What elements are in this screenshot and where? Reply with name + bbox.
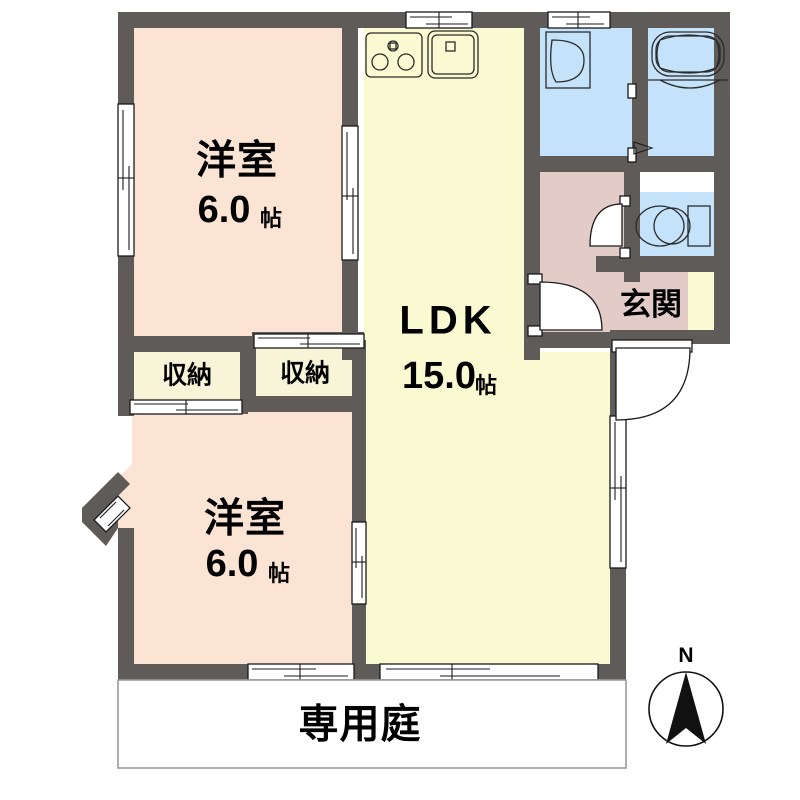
- wall-top-left: [118, 12, 538, 28]
- room-fills: [96, 26, 728, 676]
- wall-right-outer: [714, 12, 730, 342]
- window-bedroom-south-angled: [93, 495, 131, 533]
- garden-box: [117, 679, 627, 769]
- bedroom-south-area: 6.0: [206, 543, 259, 585]
- wall-toilet-bottom: [596, 256, 730, 272]
- bedroom-north-fill: [132, 26, 342, 344]
- wall-ldk-sanitary: [524, 12, 540, 360]
- closet-right-door: [253, 333, 365, 349]
- sliding-door-bedroom-north-ldk: [341, 125, 359, 261]
- wall-left-mid: [118, 252, 134, 416]
- bedroom-north-unit: 帖: [260, 206, 282, 231]
- wall-closet-top: [118, 336, 252, 352]
- wall-bottom: [118, 664, 248, 680]
- door-entrance: [611, 339, 693, 421]
- compass-label: N: [678, 644, 693, 667]
- wall-left-upper: [118, 12, 134, 116]
- closet-left-fill: [132, 352, 240, 400]
- wall-bedroom-ldk-north: [342, 12, 358, 132]
- ldk-name: LDK: [399, 299, 496, 343]
- washroom-door: [627, 83, 654, 163]
- sanitary-fixtures: [545, 31, 728, 247]
- ldk-area: 15.0: [402, 355, 476, 397]
- doors: [527, 195, 693, 421]
- ldk-unit: 帖: [475, 373, 497, 398]
- ldk-fill: [364, 26, 612, 676]
- wall-bedroom-south-ldk: [352, 416, 366, 528]
- bedroom-south-name: 洋室: [204, 497, 286, 541]
- door-toilet: [589, 195, 631, 259]
- closet-left-door: [129, 399, 243, 415]
- gas-stove-icon: [365, 32, 423, 78]
- wall-bath-divider: [632, 28, 648, 160]
- sliding-door-bedroom-south-ldk: [351, 521, 367, 605]
- bedroom-north-area: 6.0: [198, 189, 251, 231]
- window-bedroom-north-west: [117, 103, 135, 257]
- bedroom-south-fill: [96, 412, 364, 676]
- window-ldk-east: [609, 415, 627, 569]
- garden-name: 専用庭: [299, 703, 422, 747]
- closet-right-name: 収納: [280, 359, 330, 388]
- wall-angled-corner-2: [82, 472, 130, 518]
- windows: [93, 11, 627, 681]
- north-arrow: N: [648, 644, 724, 747]
- toilet-icon: [635, 205, 711, 247]
- window-kitchen: [405, 11, 473, 29]
- wall-sanitary-bottom: [524, 156, 730, 172]
- closet-left-name: 収納: [162, 361, 212, 390]
- kitchen-fixtures: [365, 30, 479, 79]
- entrance-name: 玄関: [620, 287, 682, 322]
- compass-needle: [666, 672, 706, 744]
- window-bedroom-south-south: [247, 663, 355, 681]
- wall-closet-bottom-right: [244, 396, 366, 412]
- kitchen-sink-icon: [427, 30, 479, 79]
- wall-bedroom-south-ldk2: [352, 600, 366, 672]
- bedroom-north-name: 洋室: [196, 139, 278, 183]
- wall-closet-divider: [240, 336, 256, 404]
- window-ldk-south: [379, 663, 599, 681]
- wall-hall-bottom: [524, 332, 612, 348]
- bath-tub-icon: [648, 31, 728, 89]
- walls: [82, 12, 730, 680]
- bedroom-south-unit: 帖: [268, 561, 290, 586]
- room-labels: 洋室 6.0 帖 洋室 6.0 帖 LDK 15.0 帖 収納 収納 玄関 専用…: [162, 139, 682, 747]
- wall-left-lower: [118, 528, 134, 680]
- window-washroom: [547, 11, 611, 29]
- wash-basin-icon: [545, 31, 591, 89]
- door-hall-ldk: [527, 273, 603, 337]
